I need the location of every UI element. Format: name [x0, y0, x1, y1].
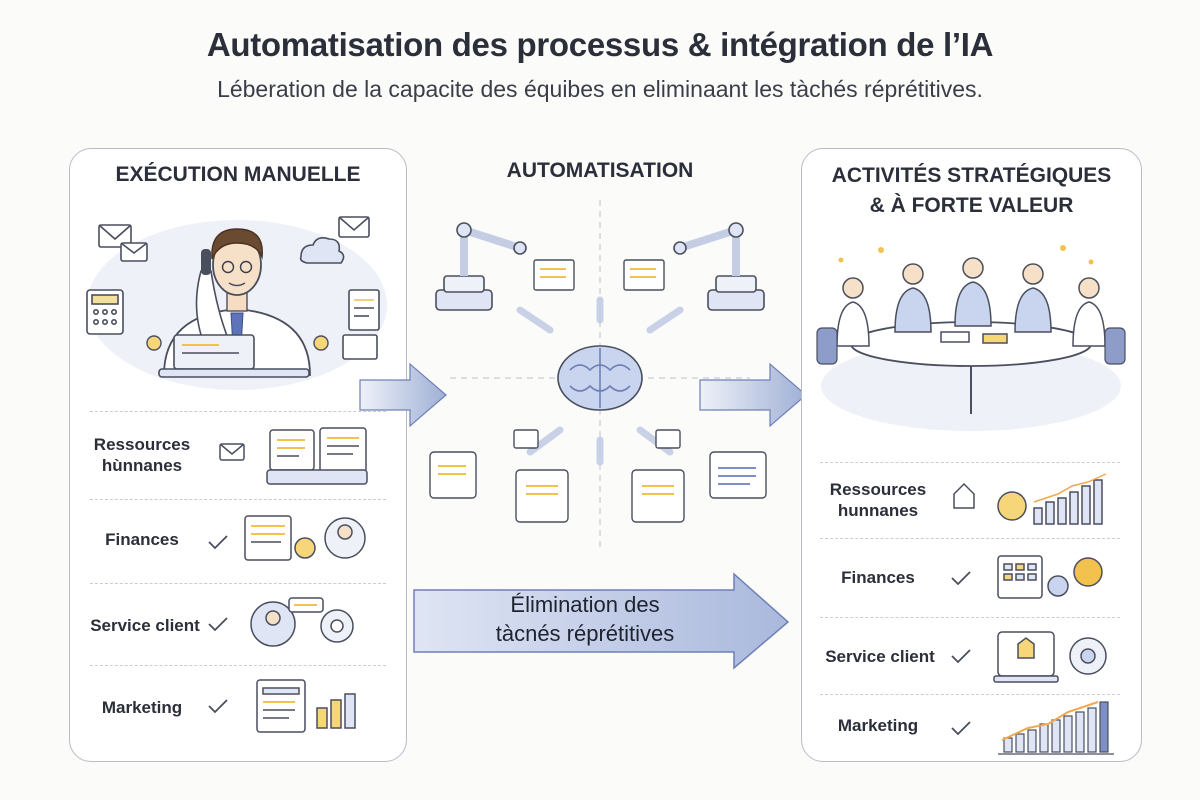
- elimination-arrow: [413, 572, 790, 670]
- manual-execution-title: EXÉCUTION MANUELLE: [115, 163, 361, 186]
- coin-icon: [146, 335, 329, 351]
- arrow-left-to-center: [359, 362, 447, 428]
- automation-illustration: [429, 200, 767, 550]
- check-icon: [951, 649, 971, 664]
- check-icon: [208, 699, 228, 714]
- envelope-icon: [219, 443, 245, 461]
- left-row-label-marketing: Marketing: [101, 698, 183, 717]
- brain-icon: [557, 345, 643, 411]
- robotic-arm-icon: [435, 222, 527, 311]
- elimination-arrow-label: Élimination des tàcnés réprétitives: [495, 592, 675, 646]
- left-row-finances-illustration: [208, 515, 366, 561]
- right-divider-4: [820, 694, 1120, 695]
- cloud-icon: [299, 237, 345, 264]
- check-icon: [951, 721, 971, 736]
- team-meeting-illustration: [816, 245, 1126, 431]
- manual-worker-illustration: [86, 216, 387, 390]
- left-row-hr-illustration: [219, 427, 368, 485]
- right-row-label-marketing: Marketing: [837, 716, 919, 735]
- right-row-finances-illustration: [951, 555, 1103, 599]
- right-row-hr-illustration: [953, 473, 1107, 525]
- document-icon: [533, 259, 665, 291]
- right-divider-1: [820, 462, 1120, 463]
- check-icon: [208, 617, 228, 632]
- left-divider-3: [90, 583, 386, 584]
- arrow-center-to-right: [699, 362, 807, 428]
- check-icon: [951, 571, 971, 586]
- left-divider-1: [90, 411, 386, 412]
- right-row-service-illustration: [951, 631, 1107, 683]
- laptop-icon: [158, 334, 310, 378]
- right-divider-3: [820, 617, 1120, 618]
- page-title: Automatisation des processus & intégrati…: [206, 26, 994, 63]
- house-icon: [953, 482, 975, 509]
- left-row-label-finances: Finances: [105, 530, 179, 549]
- envelope-icon: [98, 216, 370, 262]
- left-row-marketing-illustration: [208, 679, 356, 733]
- right-row-label-hr: Ressources hunnanes: [829, 480, 927, 520]
- page-subtitle: Léberation de la capacite des équibes en…: [217, 76, 983, 102]
- calculator-icon: [86, 289, 124, 335]
- document-icon: [342, 289, 380, 360]
- right-row-label-finances: Finances: [841, 568, 915, 587]
- left-row-label-hr: Ressources hùnnanes: [93, 435, 191, 475]
- left-divider-4: [90, 665, 386, 666]
- right-row-marketing-illustration: [951, 701, 1114, 755]
- check-icon: [208, 535, 228, 550]
- document-icon: [266, 427, 368, 485]
- automation-title: AUTOMATISATION: [506, 159, 694, 182]
- right-row-label-service-client: Service client: [825, 647, 935, 666]
- right-divider-2: [820, 538, 1120, 539]
- team-meeting-icon: [836, 257, 1106, 347]
- left-row-service-illustration: [208, 597, 354, 647]
- left-divider-2: [90, 499, 386, 500]
- left-row-label-service-client: Service client: [90, 616, 200, 635]
- document-icon: [429, 429, 767, 523]
- strategic-activities-title: ACTIVITÉS STRATÉGIQUES & À FORTE VALEUR: [831, 164, 1112, 217]
- robotic-arm-icon: [673, 222, 765, 311]
